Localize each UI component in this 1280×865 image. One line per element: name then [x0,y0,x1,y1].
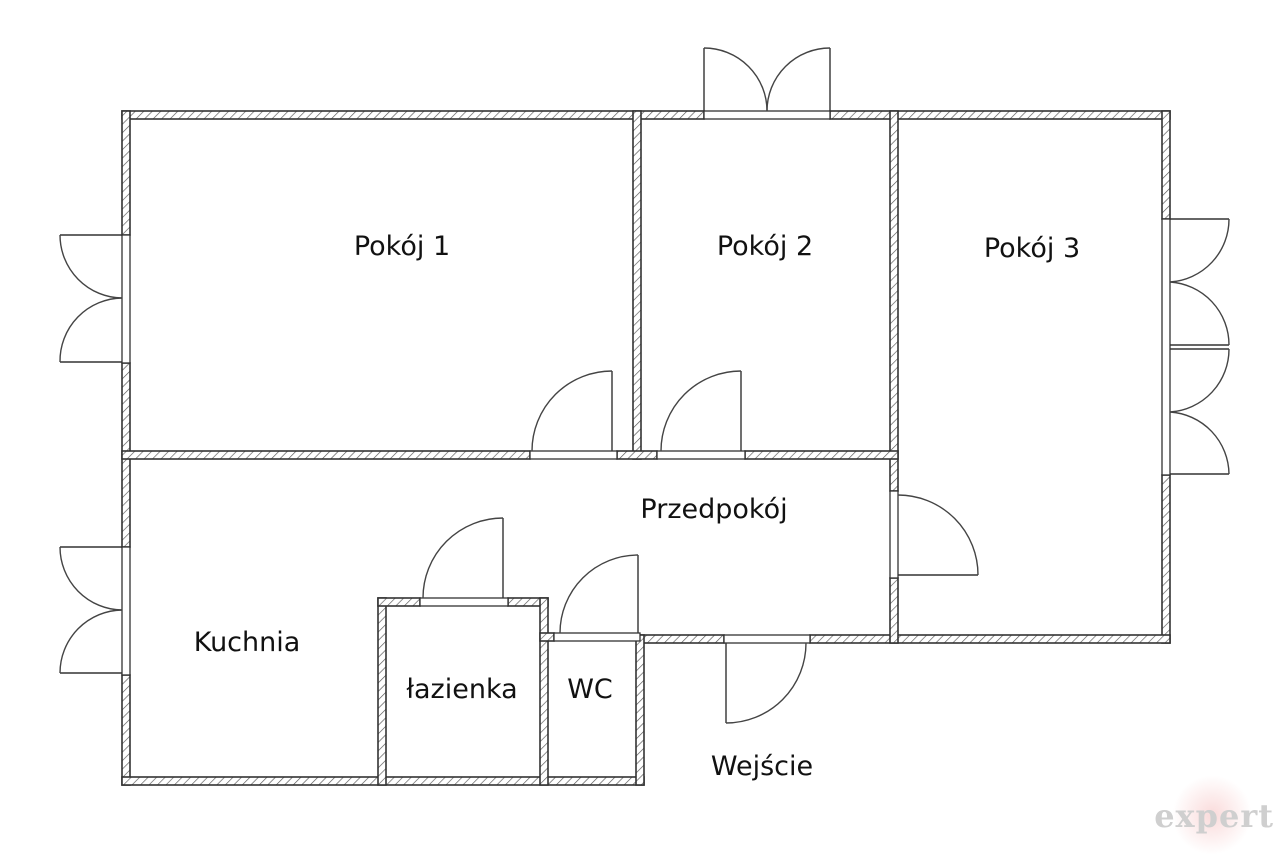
door-pokoj1-sill [529,450,618,460]
room-label-lazienka: łazienka [406,674,517,705]
door-wc [559,554,639,634]
door-lazienka-sill [419,597,509,607]
room-labels: Pokój 1 Pokój 2 Pokój 3 Przedpokój Kuchn… [194,231,1080,782]
balcony-door-sill [703,110,831,120]
wall-bottom-right [809,634,1171,644]
door-pokoj-2 [660,370,742,452]
interior-walls [121,110,899,786]
wall-wc-top-stub [539,632,555,642]
room-label-wc: WC [567,674,613,705]
room-label-pokoj-1: Pokój 1 [354,231,450,262]
watermark-logo: expert [1154,797,1274,835]
wall-lazienka-left [377,597,387,786]
window-right-lower [1169,348,1230,475]
wall-left-1 [121,110,131,236]
wall-p2-p3-lower [889,577,899,644]
room-label-pokoj-2: Pokój 2 [717,231,813,262]
entrance-label: Wejście [711,751,813,782]
openings [121,110,1171,676]
door-entrance [725,642,807,724]
window-right-sill [1161,218,1171,476]
door-pokoj-3 [897,494,979,576]
wall-right-2 [1161,474,1171,644]
balcony-double-door [703,47,831,112]
wall-hall-2 [616,450,658,460]
wall-lazienka-top-left [377,597,421,607]
window-left-upper [59,234,123,363]
wall-wc-right [635,634,645,786]
wall-left-3 [121,674,131,786]
window-left-lower [59,546,123,674]
wall-hall-3 [744,450,899,460]
wall-hall-1 [121,450,531,460]
room-label-kuchnia: Kuchnia [194,627,301,658]
wall-p1-p2 [632,110,642,460]
door-wc-sill [553,632,641,642]
wall-top-left [121,110,705,120]
wall-lazienka-right [539,597,549,786]
door-entrance-sill [723,634,811,644]
door-pokoj-1 [531,370,613,452]
window-right-upper [1169,218,1230,346]
door-pokoj2-sill [656,450,746,460]
window-left-lower-sill [121,546,131,676]
room-label-pokoj-3: Pokój 3 [984,233,1080,264]
watermark-glow [1172,775,1252,855]
wall-right-1 [1161,110,1171,220]
door-swings [59,47,1230,724]
room-label-przedpokoj: Przedpokój [640,494,787,525]
exterior-walls [121,110,1171,786]
door-pokoj3-sill [889,490,899,579]
window-left-upper-sill [121,234,131,364]
wall-bottom-mid [639,634,725,644]
wall-p2-p3-upper [889,110,899,492]
door-lazienka [422,517,504,599]
wall-top-right [829,110,1171,120]
